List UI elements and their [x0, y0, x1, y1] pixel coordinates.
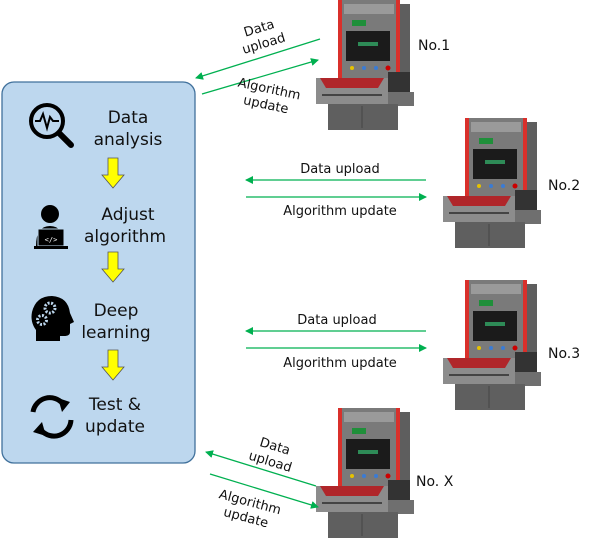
machine-x-update-arrow	[209, 473, 319, 509]
step-3-line1: Deep	[94, 301, 139, 321]
step-1-line1: Data	[108, 108, 149, 128]
machine-3-update-label: Algorithm update	[283, 356, 397, 371]
machine-2-update-label: Algorithm update	[283, 204, 397, 219]
machine-2-label: No.2	[548, 178, 580, 194]
machine-x-upload-arrow	[205, 450, 317, 487]
machine-1-update-arrow	[201, 58, 319, 95]
step-1-line2: analysis	[94, 130, 163, 150]
machine-x-image	[315, 407, 415, 539]
step-2-line2: algorithm	[84, 227, 166, 247]
machine-3-image	[442, 279, 542, 411]
workflow-panel	[1, 81, 196, 464]
person-laptop-code-icon: </>	[34, 205, 68, 249]
svg-text:</>: </>	[45, 236, 58, 244]
step-2-line1: Adjust	[101, 205, 154, 225]
magnifier-pulse-icon	[29, 103, 74, 148]
machine-2-image	[442, 117, 542, 249]
machine-3-label: No.3	[548, 346, 580, 362]
machine-x-label: No. X	[416, 474, 454, 490]
machine-3-upload-label: Data upload	[297, 313, 376, 328]
machine-1-image	[315, 0, 415, 131]
step-4-line2: update	[85, 417, 145, 437]
head-gears-icon	[31, 296, 74, 341]
step-arrow-1	[101, 157, 125, 189]
machine-1-upload-arrow	[195, 38, 321, 80]
step-4-line1: Test &	[88, 395, 141, 415]
machine-1-label: No.1	[418, 38, 450, 54]
step-arrow-2	[101, 251, 125, 283]
machine-2-upload-label: Data upload	[300, 162, 379, 177]
refresh-arrows-icon	[30, 395, 74, 439]
step-arrow-3	[101, 349, 125, 381]
step-3-line2: learning	[81, 323, 150, 343]
